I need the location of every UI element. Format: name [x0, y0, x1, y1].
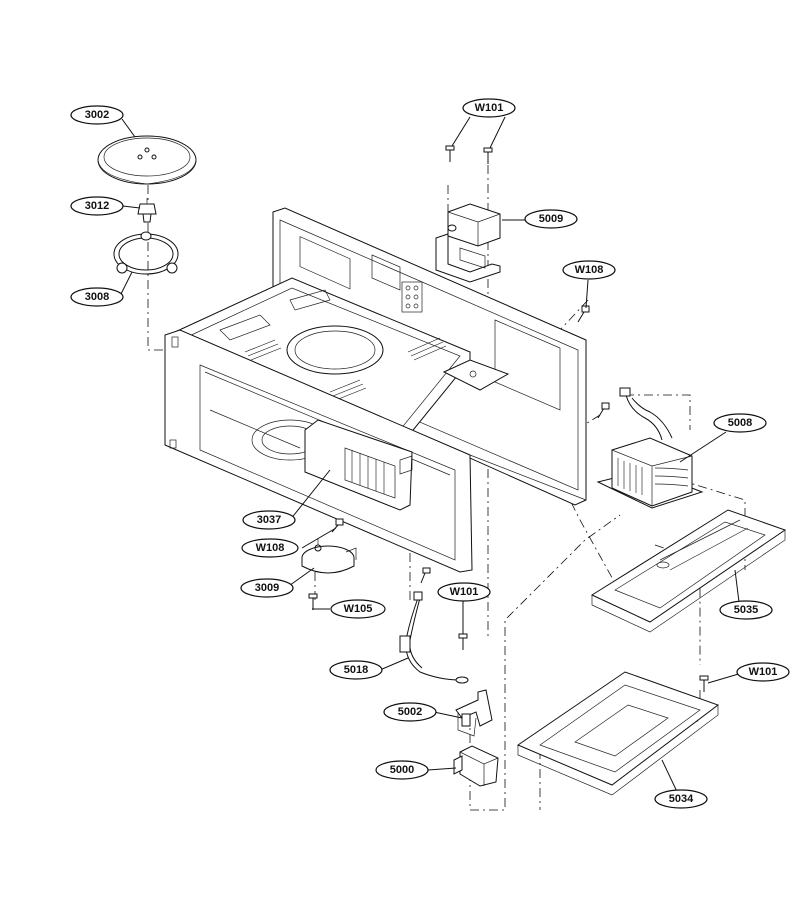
label-5035: 5035: [719, 600, 773, 620]
label-3037-text: 3037: [257, 514, 281, 526]
label-3002: 3002: [70, 105, 124, 125]
turntable-tray-3002: [97, 135, 197, 185]
label-3037: 3037: [242, 510, 296, 530]
label-5009-text: 5009: [539, 213, 563, 225]
label-5034: 5034: [654, 789, 708, 809]
label-5018-text: 5018: [344, 664, 368, 676]
label-w101-mid: W101: [437, 582, 491, 602]
label-5018: 5018: [329, 660, 383, 680]
roller-ring-3008: [113, 231, 179, 275]
label-3002-text: 3002: [85, 109, 109, 121]
label-3012: 3012: [70, 196, 124, 216]
top-vent-grilles: [244, 337, 447, 401]
screw-w101-right: [699, 675, 709, 692]
transformer-5008: [596, 387, 704, 509]
label-5035-text: 5035: [734, 604, 758, 616]
label-5009: 5009: [524, 209, 578, 229]
label-w101-right-text: W101: [749, 666, 778, 678]
label-5000-text: 5000: [390, 764, 414, 776]
switch-bracket-5002: [455, 689, 493, 737]
label-3009: 3009: [240, 578, 294, 598]
label-3009-text: 3009: [255, 582, 279, 594]
label-w108-right: W108: [562, 260, 616, 280]
screw-w101-mid: [458, 633, 468, 650]
label-3012-text: 3012: [85, 200, 109, 212]
screw-w108-transformer: [597, 402, 610, 419]
label-w101-mid-text: W101: [450, 586, 479, 598]
screw-w105: [308, 593, 318, 610]
label-5008-text: 5008: [728, 417, 752, 429]
label-5008: 5008: [713, 413, 767, 433]
magnetron-5009: [435, 203, 501, 283]
label-w105: W105: [330, 599, 386, 619]
screw-w108-right: [577, 305, 590, 323]
oven-cavity-frame: [164, 207, 587, 573]
label-5002-text: 5002: [398, 706, 422, 718]
control-bracket-3037: [304, 419, 413, 511]
label-w108-left: W108: [241, 538, 299, 558]
screw-w101-top-b: [483, 147, 493, 164]
turntable-motor-3009: [301, 538, 357, 574]
interlock-switch-5000: [453, 745, 499, 787]
screws: [308, 145, 709, 692]
label-5034-text: 5034: [669, 793, 694, 805]
coupler-3012: [137, 198, 157, 223]
label-w101-right: W101: [736, 662, 790, 682]
screw-near-front: [420, 567, 431, 584]
label-5000: 5000: [375, 760, 429, 780]
label-w108-right-text: W108: [575, 264, 604, 276]
base-plate-5035: [590, 509, 787, 633]
label-w101-top-text: W101: [475, 102, 504, 114]
cutout-wire-5018: [399, 591, 469, 684]
part-labels: 3002 3012 3008 W101 5009 W108 5008 3037: [70, 98, 790, 809]
label-3008: 3008: [70, 287, 124, 307]
screw-w101-top-a: [445, 145, 455, 162]
label-w105-text: W105: [344, 603, 373, 615]
cover-plate-5034: [516, 671, 720, 796]
label-w101-top: W101: [462, 98, 516, 118]
screw-w108-left: [331, 518, 344, 533]
label-3008-text: 3008: [85, 291, 109, 303]
label-w108-left-text: W108: [256, 542, 285, 554]
label-5002: 5002: [383, 702, 437, 722]
